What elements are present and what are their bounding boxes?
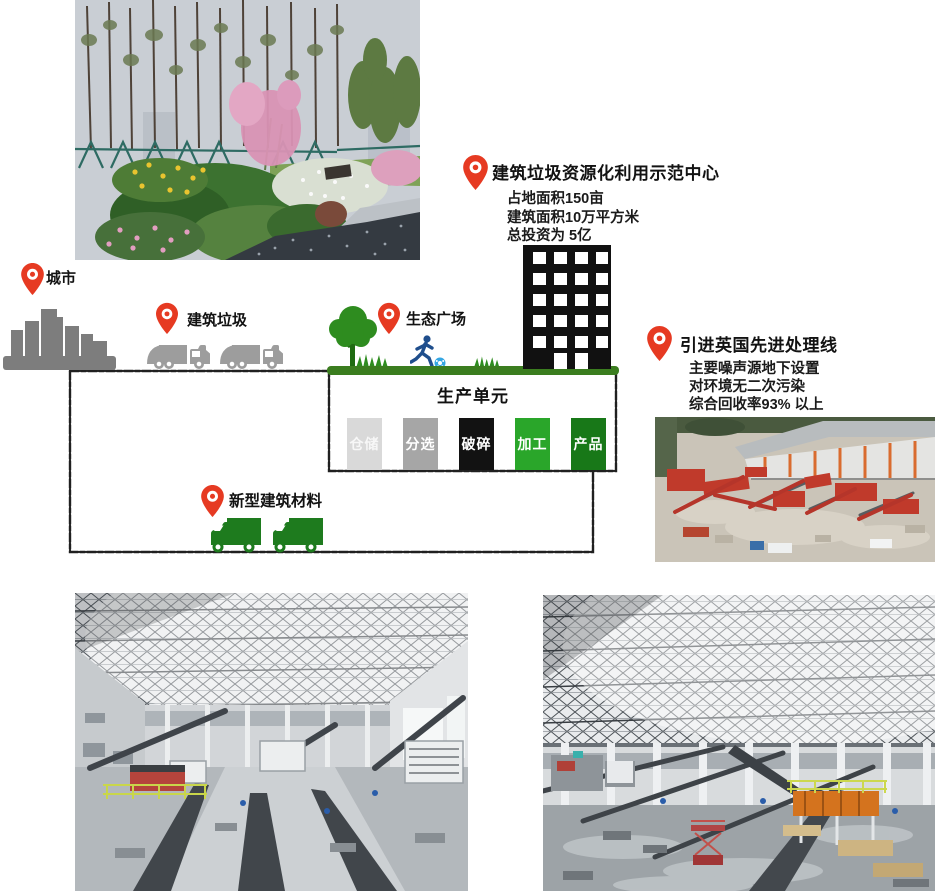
tree-icon [329, 306, 377, 369]
location-pin-icon [156, 302, 178, 335]
center-detail-line: 总投资为 5亿 [507, 228, 592, 244]
location-pin-icon [201, 484, 224, 518]
factory-interior-photo-left [75, 593, 468, 891]
city-skyline-icon [3, 309, 116, 370]
center-detail-line: 占地面积150亩 [507, 191, 604, 207]
uk-detail-line: 对环境无二次污染 [689, 379, 805, 395]
ground-bar [327, 366, 619, 375]
grass-icon [474, 356, 500, 368]
delivery-truck-icon [211, 518, 261, 553]
construction-waste-label: 建筑垃圾 [187, 312, 248, 329]
stage-product: 产品 [571, 418, 606, 470]
garbage-truck-icon [220, 345, 283, 369]
office-building-icon [523, 245, 611, 369]
production-stages: 仓储 分选 破碎 加工 产品 [347, 418, 606, 470]
running-person-icon [410, 335, 434, 368]
stage-crushing: 破碎 [459, 418, 494, 470]
uk-detail-line: 主要噪声源地下设置 [689, 361, 820, 377]
uk-detail-line: 综合回收率93% 以上 [689, 397, 824, 413]
location-pin-icon [647, 326, 672, 361]
factory-interior-photo-right [543, 595, 935, 891]
stage-storage: 仓储 [347, 418, 382, 470]
garbage-truck-icon [147, 345, 210, 369]
eco-plaza-label: 生态广场 [406, 311, 467, 328]
grass-icon [356, 354, 388, 368]
stage-processing: 加工 [515, 418, 550, 470]
location-pin-icon [378, 302, 400, 335]
stage-sorting: 分选 [403, 418, 438, 470]
new-materials-label: 新型建筑材料 [229, 493, 323, 510]
uk-line-title: 引进英国先进处理线 [680, 336, 838, 355]
location-pin-icon [463, 155, 488, 190]
garden-photo [75, 0, 420, 260]
center-detail-line: 建筑面积10万平方米 [507, 210, 640, 226]
production-unit-title: 生产单元 [437, 387, 509, 406]
city-label: 城市 [46, 270, 77, 287]
center-title: 建筑垃圾资源化利用示范中心 [492, 164, 720, 183]
location-pin-icon [21, 262, 44, 296]
outdoor-plant-photo [655, 417, 935, 562]
delivery-truck-icon [273, 518, 323, 553]
